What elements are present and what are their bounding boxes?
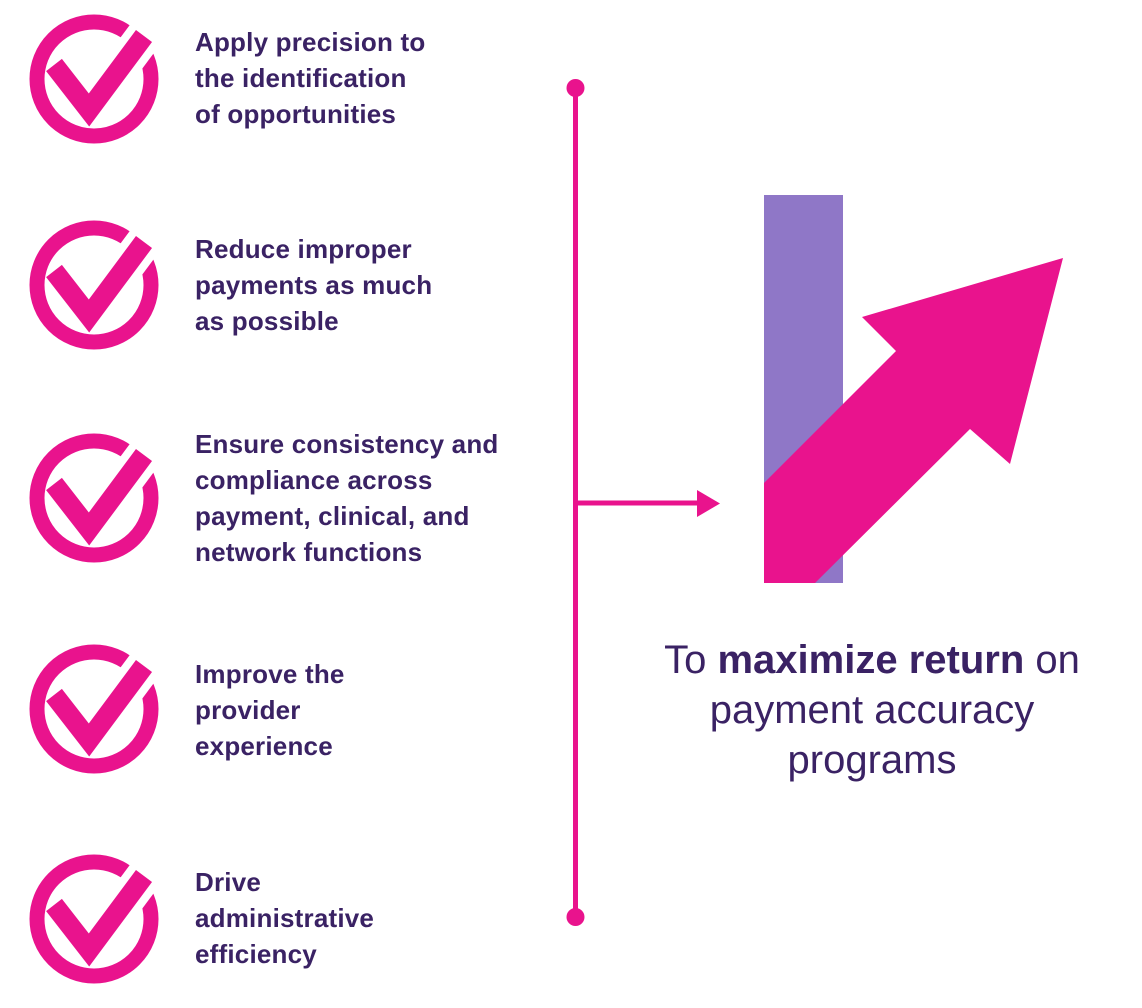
connector-arrow-head [697, 490, 720, 517]
headline-line3: programs [787, 738, 957, 782]
headline-suffix: on [1024, 638, 1080, 682]
checklist-item: Reduce improper payments as much as poss… [28, 219, 432, 351]
right-arrow-icon [578, 490, 720, 517]
check-mark [46, 449, 153, 546]
check-circle-ring [29, 433, 159, 563]
headline-prefix: To [664, 638, 718, 682]
checklist-item-text: Drive administrative efficiency [195, 867, 375, 969]
up-right-arrow-icon [764, 258, 1063, 583]
checklist-item: Drive administrative efficiency [28, 853, 374, 985]
check-circle-ring [29, 14, 159, 144]
timeline [566, 79, 585, 926]
checklist-item: Improve the provider experience [28, 643, 345, 775]
checklist-item-text: Ensure consistency and compliance across… [195, 429, 499, 567]
check-mark [46, 660, 153, 757]
headline-line2: payment accuracy [709, 688, 1035, 732]
check-circle-ring [29, 644, 159, 774]
check-mark [46, 236, 153, 333]
headline-bold: maximize return [717, 638, 1025, 682]
check-circle-icon [29, 433, 160, 563]
check-circle-icon [29, 14, 160, 144]
check-circle-ring [29, 220, 159, 350]
checklist-item: Apply precision to the identification of… [28, 13, 425, 145]
check-mark [46, 870, 153, 967]
checklist-item-text: Improve the provider experience [195, 659, 345, 761]
timeline-dot-bottom [566, 908, 585, 926]
checklist-item-text: Reduce improper payments as much as poss… [195, 234, 433, 336]
check-mark [46, 30, 153, 127]
check-circle-icon [29, 854, 160, 984]
check-circle-icon [29, 220, 160, 350]
headline: To maximize return on payment accuracy p… [617, 635, 1127, 785]
check-circle-icon [29, 644, 160, 774]
check-circle-ring [29, 854, 159, 984]
checklist-item: Ensure consistency and compliance across… [28, 429, 499, 570]
checklist-item-text: Apply precision to the identification of… [195, 27, 426, 129]
